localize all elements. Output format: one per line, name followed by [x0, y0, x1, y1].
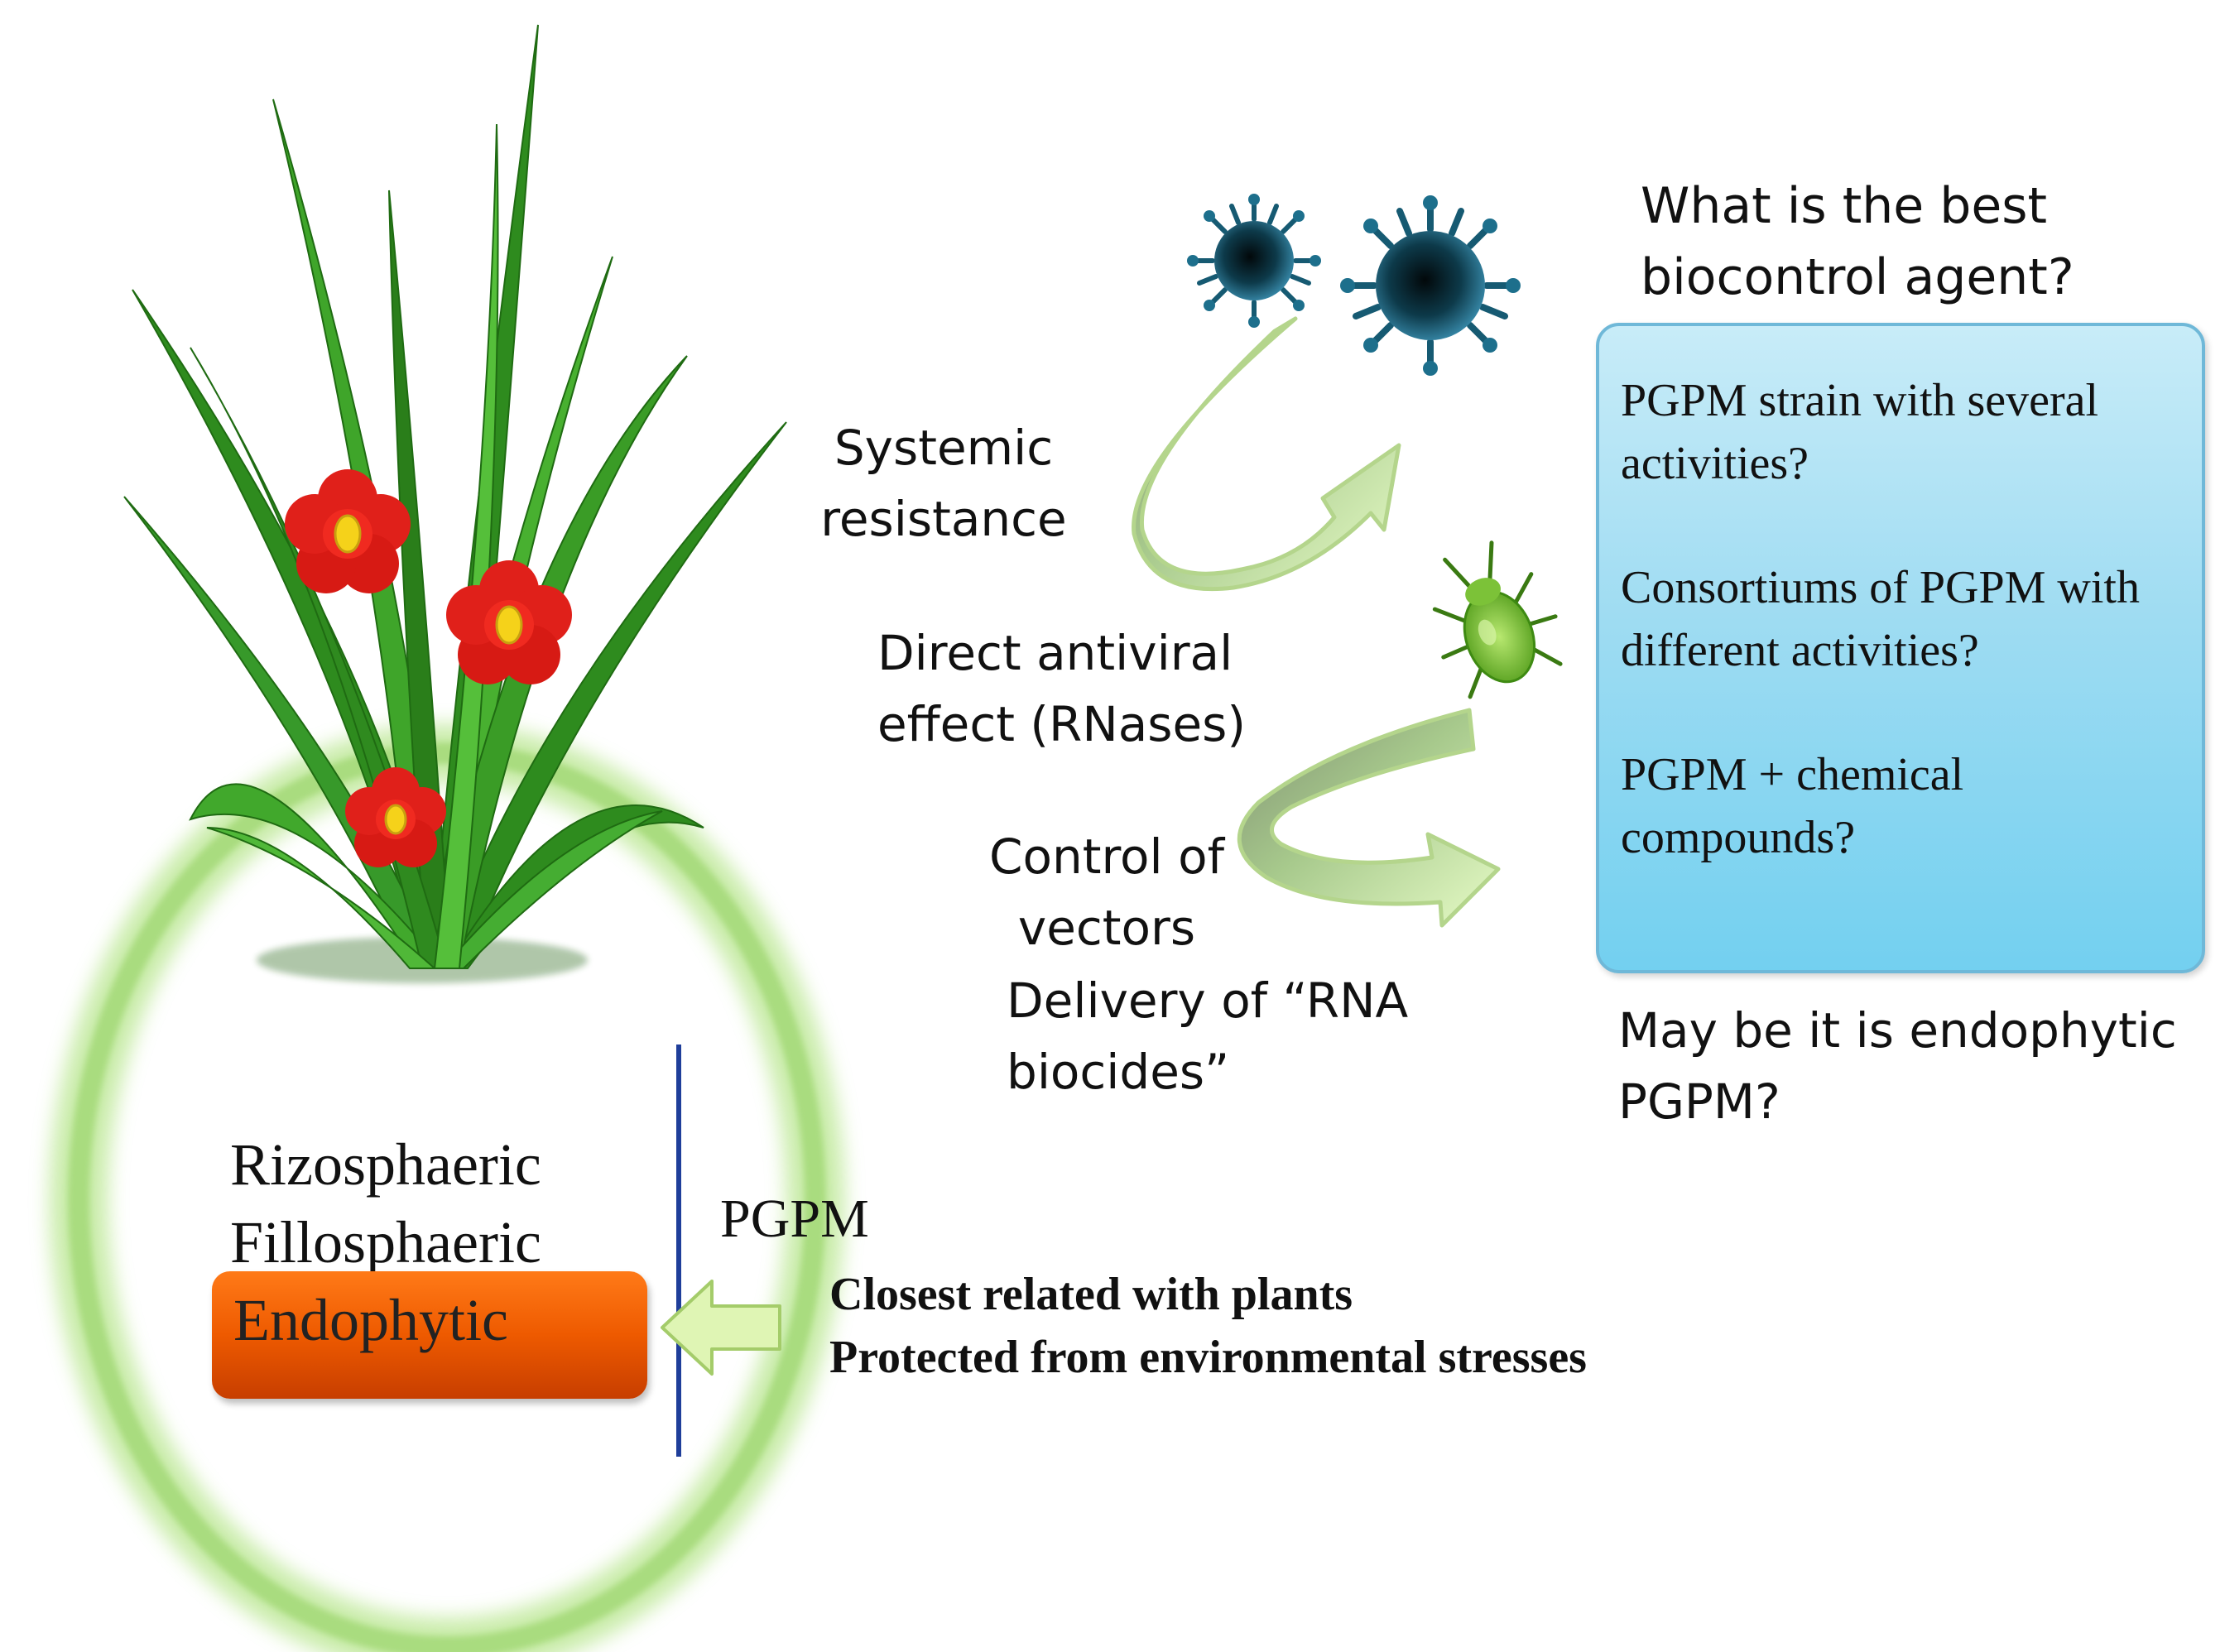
- option-item: Consortiums of PGPM with different activ…: [1621, 562, 2140, 676]
- block-arrow-icon: [661, 1280, 781, 1376]
- habitat-endophytic: Endophytic: [233, 1287, 508, 1353]
- endophytic-highlight-box: Endophytic: [212, 1271, 647, 1399]
- options-box: PGPM strain with several activities? Con…: [1596, 323, 2205, 973]
- habitat-ring: [50, 724, 844, 1652]
- flower-icon: [285, 469, 572, 867]
- pgpm-label: PGPM: [720, 1189, 869, 1249]
- option-item: PGPM strain with several activities?: [1621, 375, 2099, 489]
- pgpm-characteristic: Protected from environmental stresses: [829, 1332, 1587, 1383]
- question-heading: What is the best biocontrol agent?: [1641, 177, 2074, 306]
- option-item: PGPM + chemical compounds?: [1621, 749, 1964, 863]
- pgpm-characteristic: Closest related with plants: [829, 1269, 1353, 1320]
- direct-antiviral-label: Direct antiviral effect (RNases): [877, 625, 1246, 752]
- virus-icon: [1187, 194, 1521, 376]
- habitat-fillosphaeric: Fillosphaeric: [230, 1209, 541, 1275]
- curved-arrow-icon: [1237, 708, 1501, 928]
- conclusion-label: May be it is endophytic PGPM?: [1618, 1002, 2177, 1130]
- systemic-resistance-label: Systemic resistance: [820, 420, 1067, 547]
- habitat-rizosphaeric: Rizosphaeric: [230, 1131, 541, 1198]
- plant-illustration: [123, 24, 787, 983]
- control-vectors-label: Control of vectors: [989, 828, 1224, 956]
- curved-arrow-icon: [1132, 316, 1401, 592]
- delivery-rna-label: Delivery of “RNA biocides”: [1007, 972, 1409, 1100]
- aphid-icon: [1432, 540, 1563, 699]
